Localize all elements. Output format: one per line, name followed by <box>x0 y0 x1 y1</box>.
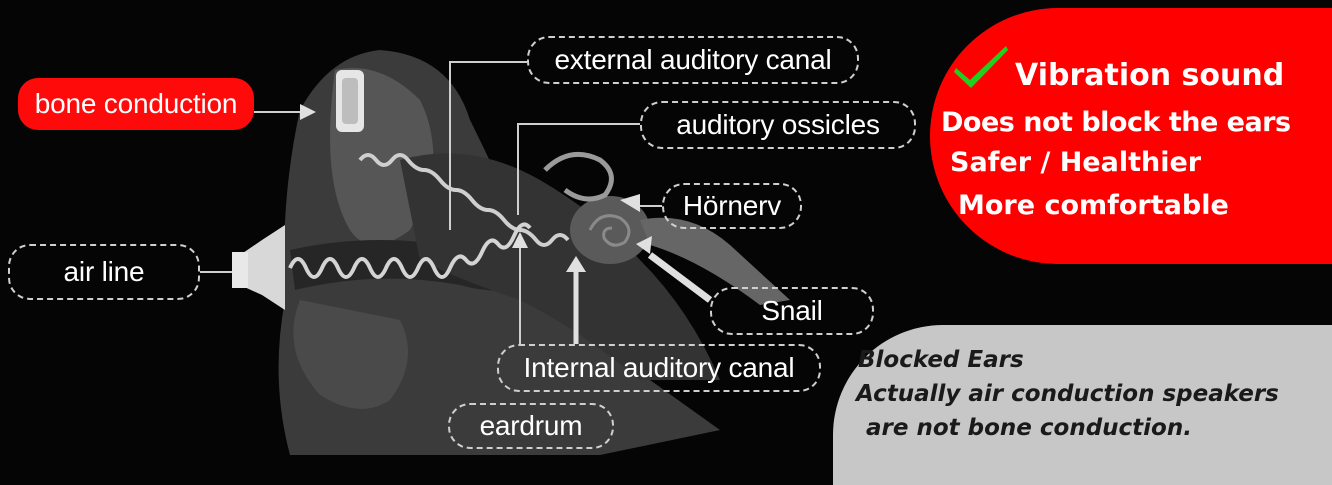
check-icon <box>952 42 1010 90</box>
warning-title: Blocked Ears <box>858 347 1024 373</box>
benefit-item: Does not block the ears <box>941 107 1291 138</box>
label-hoernerv: Hörnerv <box>662 183 802 229</box>
label-internal-auditory-canal: Internal auditory canal <box>497 344 821 392</box>
label-bone-conduction: bone conduction <box>18 78 254 130</box>
warning-line: Actually air conduction speakers <box>856 381 1279 407</box>
label-snail: Snail <box>710 287 874 335</box>
label-eardrum: eardrum <box>448 403 614 449</box>
label-auditory-ossicles: auditory ossicles <box>640 101 916 149</box>
benefits-headline: Vibration sound <box>1015 58 1284 93</box>
ear-diagram: bone conduction external auditory canal … <box>0 0 1332 455</box>
benefit-item: More comfortable <box>958 190 1229 221</box>
label-air-line: air line <box>8 244 200 300</box>
benefit-item: Safer / Healthier <box>950 147 1201 178</box>
warning-line: are not bone conduction. <box>866 415 1192 441</box>
label-external-auditory-canal: external auditory canal <box>527 36 859 84</box>
